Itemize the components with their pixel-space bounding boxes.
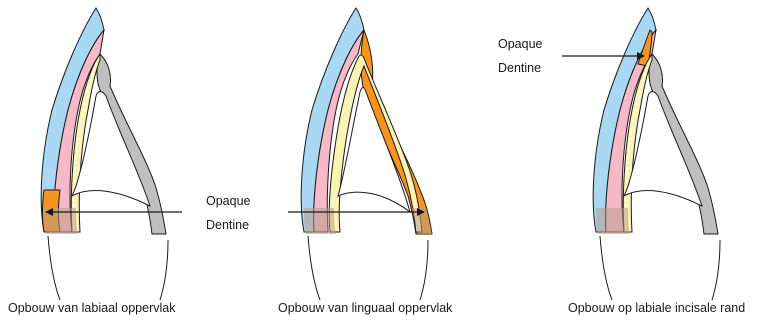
root-outline — [48, 236, 168, 300]
panel-labial-surface — [41, 8, 182, 300]
root-outline — [308, 236, 428, 300]
opaque-label-line1-incisal: Opaque — [498, 37, 543, 51]
cervical-region — [596, 208, 630, 234]
panel-labial-incisal-edge — [562, 8, 720, 300]
opaque-label-line1: Opaque — [206, 194, 251, 208]
caption-lingual: Opbouw van linguaal oppervlak — [278, 301, 453, 315]
opaque-label-line2-incisal: Dentine — [498, 61, 541, 75]
opaque-label-line2: Dentine — [206, 218, 249, 232]
root-outline — [600, 236, 720, 300]
panel-lingual-surface — [288, 8, 432, 300]
caption-incisal: Opbouw op labiale incisale rand — [568, 301, 745, 315]
caption-labial: Opbouw van labiaal oppervlak — [8, 301, 176, 315]
